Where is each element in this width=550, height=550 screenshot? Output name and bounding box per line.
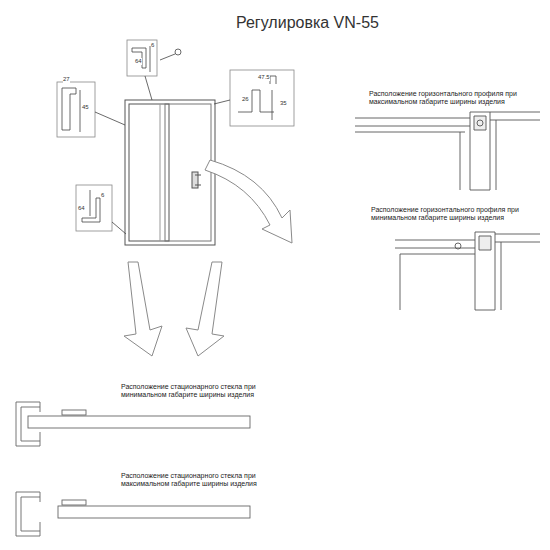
detail-callouts-part	[95, 112, 125, 125]
fixed-glass-max-part	[21, 497, 40, 531]
horizontal-profile-max	[355, 112, 540, 190]
fixed-glass-max-part	[16, 492, 40, 536]
horizontal-profile-min-part	[400, 254, 401, 310]
detail-callouts-part	[112, 222, 126, 234]
direction-arrows-part	[186, 262, 224, 356]
dimension: 27	[63, 76, 70, 83]
horizontal-profile-max-part	[496, 120, 497, 190]
detail-callouts-part	[175, 49, 181, 55]
shower-door-part	[195, 185, 201, 186]
dimension: 6	[101, 192, 104, 199]
horizontal-profile-min-part	[475, 232, 495, 310]
horizontal-profile-min-part	[455, 243, 461, 249]
detail-callouts-part	[132, 48, 146, 68]
fixed-glass-min-part	[62, 410, 86, 415]
horizontal-profile-min-part	[395, 248, 475, 249]
shower-door-part	[192, 172, 198, 188]
fixed-glass-max-part	[40, 522, 41, 536]
detail-callouts-part	[127, 40, 157, 76]
detail-callouts-part	[57, 82, 95, 137]
horizontal-profile-max-part	[355, 132, 465, 133]
horizontal-profile-min-part	[495, 242, 540, 243]
detail-callouts-part	[238, 90, 274, 112]
horizontal-profile-min-part	[479, 236, 491, 250]
detail-callouts-part	[90, 190, 91, 216]
detail-callouts-part	[160, 54, 175, 60]
sheet-title: Регулировка VN-55	[236, 14, 379, 32]
shower-door-part	[129, 104, 169, 241]
horizontal-profile-min	[395, 232, 540, 310]
horizontal-profile-max-part	[470, 112, 490, 190]
detail-callouts-part	[62, 88, 76, 130]
fixed-glass-max-part	[62, 500, 86, 505]
dimension: 6	[151, 42, 154, 49]
fixed-glass-min-part	[40, 402, 41, 412]
fixed-glass-min	[16, 402, 250, 446]
detail-callouts-part	[76, 185, 112, 231]
dimension: 26	[242, 96, 249, 103]
caption: Расположение стационарного стекла при ми…	[120, 383, 272, 399]
horizontal-profile-max-part	[474, 116, 486, 130]
dimension: 64	[78, 205, 85, 212]
horizontal-profile-max-part	[490, 112, 540, 113]
detail-callouts-part	[270, 76, 276, 84]
horizontal-profile-max-part	[355, 126, 470, 127]
fixed-glass-min-part	[40, 432, 41, 446]
horizontal-profile-min-part	[395, 240, 475, 241]
shower-door-part	[125, 100, 215, 245]
fixed-glass-max	[16, 492, 250, 536]
horizontal-profile-max-part	[355, 118, 470, 119]
shower-door-part	[160, 104, 161, 241]
horizontal-profile-max-part	[460, 132, 461, 190]
shower-door	[125, 100, 215, 245]
detail-callouts-part	[230, 70, 294, 126]
fixed-glass-max-part	[40, 492, 41, 502]
caption: Расположение стационарного стекла при ма…	[120, 472, 272, 488]
detail-callouts-part	[272, 90, 273, 120]
horizontal-profile-min-part	[400, 254, 475, 255]
detail-callouts-part	[150, 46, 151, 72]
dimension: 45	[82, 104, 89, 111]
direction-arrows-part	[205, 160, 292, 243]
detail-callouts-part	[82, 198, 100, 222]
horizontal-profile-max-part	[490, 120, 540, 121]
horizontal-profile-min-part	[501, 242, 502, 310]
horizontal-profile-min-part	[495, 234, 540, 235]
dimension: 64	[135, 58, 142, 65]
fixed-glass-max-part	[58, 506, 250, 518]
direction-arrows	[124, 160, 292, 356]
dimension: 35	[280, 100, 287, 107]
shower-door-part	[195, 175, 201, 176]
detail-callouts-part	[80, 90, 81, 132]
shower-door-part	[165, 104, 211, 241]
detail-callouts-part	[145, 76, 152, 100]
horizontal-profile-max-part	[477, 120, 483, 126]
caption: Расположение горизонтального профиля при…	[370, 206, 537, 222]
caption: Расположение горизонтального профиля при…	[368, 90, 535, 106]
dimension: 47.5	[258, 74, 270, 81]
detail-callouts-part	[214, 100, 230, 104]
direction-arrows-part	[124, 262, 162, 356]
fixed-glass-min-part	[28, 416, 250, 428]
